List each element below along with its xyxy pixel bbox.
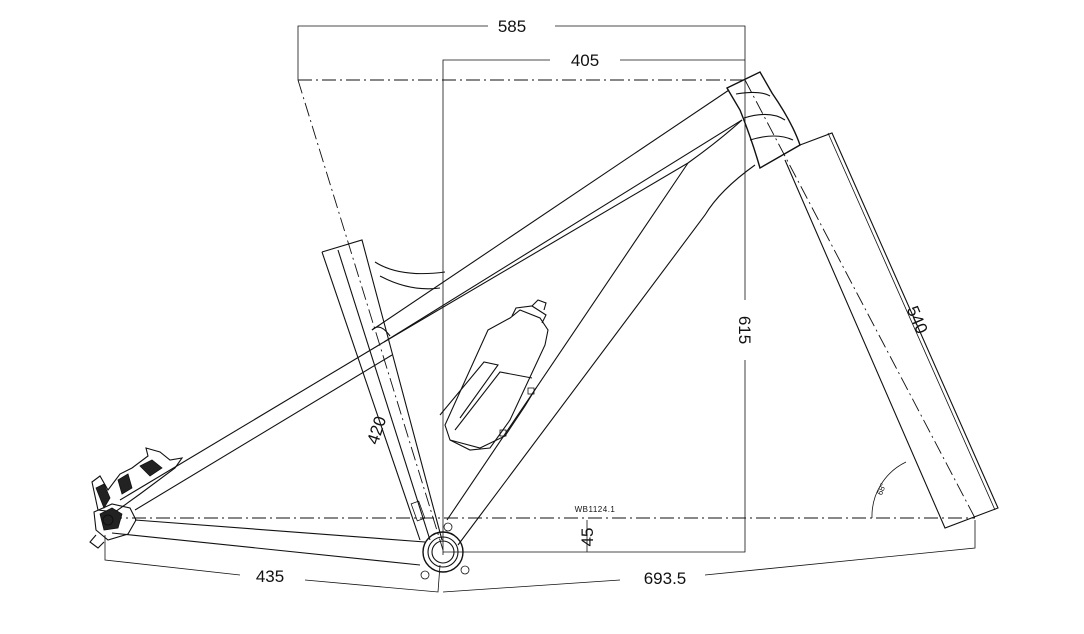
dim-head-angle: 68°: [875, 482, 888, 496]
seat-stay-lower: [134, 354, 393, 511]
top-tube-upper: [371, 89, 730, 331]
dim-bb-drop: 45: [578, 528, 597, 547]
water-bottle: [439, 299, 549, 451]
drawing-code: WB1124.1: [575, 505, 616, 514]
down-tube-left: [446, 162, 689, 521]
dim-chainstay: 435: [256, 567, 284, 586]
chain-stay-lower: [111, 532, 421, 566]
seat-tube-right: [321, 239, 443, 541]
head-tube: [726, 71, 801, 170]
top-tube-lower: [383, 119, 743, 343]
rear-dropout: [89, 447, 184, 549]
chain-stay-upper: [134, 519, 426, 543]
dim-wheelbase-front: 693.5: [644, 569, 687, 588]
frame-tubes: [111, 71, 999, 566]
dim-head-tube-length: 540: [903, 303, 932, 337]
dim-top-tube-horizontal: 585: [498, 17, 526, 36]
dim-stack: 615: [735, 316, 754, 344]
down-tube-right: [457, 164, 756, 546]
dim-reach: 405: [571, 51, 599, 70]
dimension-lines: [104, 25, 996, 593]
seat-stay-upper: [119, 341, 385, 501]
dimension-labels: 585 405 615 540 420 45 435 693.5 68° WB1…: [256, 17, 932, 588]
bottom-bracket: [420, 522, 470, 580]
seat-tube-left: [321, 251, 421, 541]
fork-leg: [784, 132, 999, 529]
